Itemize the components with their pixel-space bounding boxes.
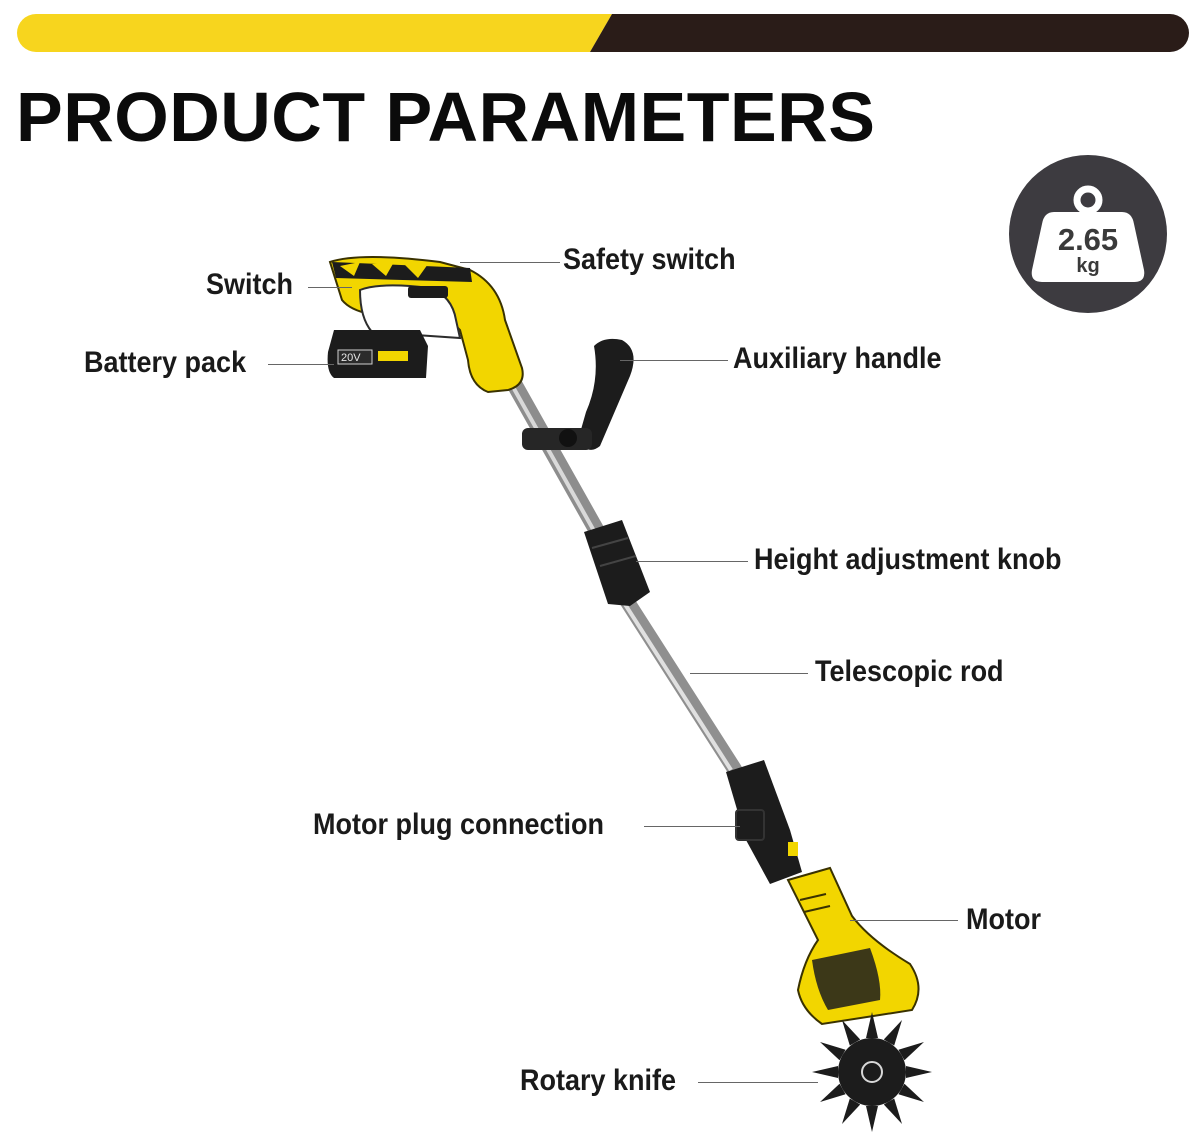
label-safety-switch: Safety switch <box>563 243 736 276</box>
telescopic-rod <box>504 372 743 778</box>
label-battery-pack: Battery pack <box>84 346 247 379</box>
weight-unit: kg <box>1076 255 1100 277</box>
leader-motor-plug-connection <box>644 826 740 827</box>
rotary-knife <box>812 1012 932 1132</box>
motor-plug-connection <box>726 760 802 884</box>
label-motor: Motor <box>966 903 1041 936</box>
auxiliary-handle <box>522 338 634 450</box>
leader-safety-switch <box>460 262 560 263</box>
main-handle <box>328 256 524 394</box>
weight-value: 2.65 <box>1057 222 1119 257</box>
height-adjustment-knob <box>584 520 650 606</box>
label-auxiliary-handle: Auxiliary handle <box>733 342 942 375</box>
leader-auxiliary-handle <box>620 360 728 361</box>
label-motor-plug-connection: Motor plug connection <box>313 808 604 841</box>
battery-voltage-label: 20V <box>341 352 361 364</box>
leader-battery-pack <box>268 364 334 365</box>
weight-badge <box>1009 155 1167 313</box>
motor-housing <box>786 866 920 1026</box>
label-rotary-knife: Rotary knife <box>520 1064 677 1097</box>
leader-switch <box>308 287 352 288</box>
top-bar-yellow-segment <box>17 14 612 52</box>
leader-telescopic-rod <box>690 673 808 674</box>
top-bar-dark-segment <box>590 14 1189 52</box>
page-title: PRODUCT PARAMETERS <box>16 78 876 156</box>
label-height-adjustment-knob: Height adjustment knob <box>754 543 1062 576</box>
leader-height-adjustment-knob <box>636 561 748 562</box>
leader-motor <box>850 920 958 921</box>
label-telescopic-rod: Telescopic rod <box>815 655 1004 688</box>
weight-icon <box>1031 185 1145 282</box>
top-banner-bar <box>17 14 1189 52</box>
label-switch: Switch <box>206 268 294 301</box>
battery-pack: 20V <box>327 330 428 378</box>
leader-rotary-knife <box>698 1082 818 1083</box>
